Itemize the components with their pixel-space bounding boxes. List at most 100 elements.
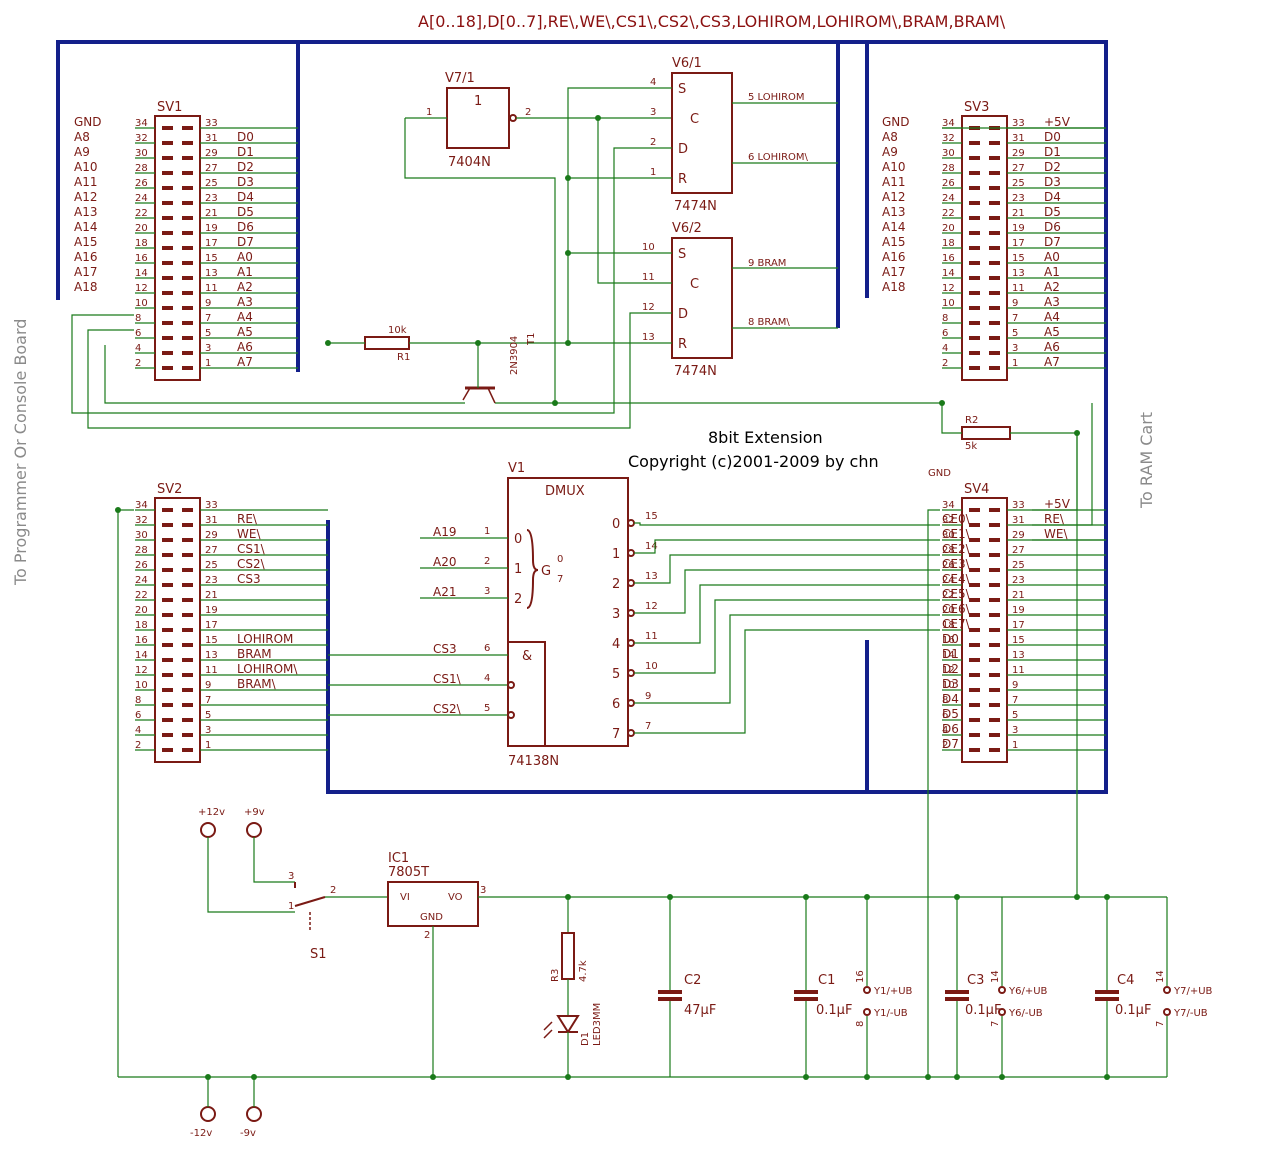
pin-number: 12 (135, 665, 148, 676)
supply-plus12: +12v (198, 807, 225, 818)
v7-pin-out: 2 (525, 107, 531, 118)
net-label: CE3\ (942, 557, 971, 571)
pin-number: 31 (205, 133, 218, 144)
net-label: A15 (74, 235, 97, 249)
v1-name: V1 (508, 461, 525, 476)
ic1-gnd: GND (420, 912, 443, 923)
net-label: A17 (74, 265, 97, 279)
demux-out-num: 2 (612, 577, 620, 592)
pin-number: 11 (1012, 283, 1025, 294)
demux-en-pin: 5 (484, 703, 490, 714)
pin-number: 22 (942, 590, 955, 601)
flipflop-v6-1: V6/1 S C D R 7474N 4 3 2 1 5 LOHIROM 6 L… (650, 56, 838, 214)
net-label: A12 (74, 190, 97, 204)
net-label: D2 (1044, 160, 1061, 174)
demux-out-pin: 15 (645, 511, 658, 522)
demux-sel-pin: 3 (484, 586, 490, 597)
demux-en-net: CS2\ (433, 702, 462, 716)
pin-number: 15 (1012, 253, 1025, 264)
pin-number: 13 (205, 650, 218, 661)
v6b-out1: 9 BRAM (748, 258, 786, 269)
pin-number: 5 (1012, 710, 1018, 721)
y1-ptop: 16 (855, 970, 866, 983)
pin-number: 27 (205, 163, 218, 174)
net-label: A1 (1044, 265, 1060, 279)
pin-number: 34 (942, 500, 955, 511)
resistor-r3: R3 4.7k (550, 897, 589, 1016)
pin-number: 20 (135, 605, 148, 616)
net-label: CE2\ (942, 542, 971, 556)
net-label: D4 (942, 692, 959, 706)
bus-header-label: A[0..18],D[0..7],RE\,WE\,CS1\,CS2\,CS3,L… (418, 12, 1006, 31)
pin-number: 10 (135, 680, 148, 691)
c4-value: 0.1µF (1115, 1003, 1151, 1018)
pin-number: 9 (205, 298, 211, 309)
pin-number: 33 (205, 118, 218, 129)
demux-out-num: 7 (612, 727, 620, 742)
net-label: A18 (882, 280, 905, 294)
v6a-c: C (690, 112, 699, 127)
r3-name: R3 (550, 969, 561, 982)
pin-number: 18 (942, 620, 955, 631)
s1-p1: 1 (288, 901, 294, 912)
data-bus (56, 40, 1108, 794)
ic1-part: 7805T (388, 865, 429, 880)
pin-number: 15 (205, 253, 218, 264)
led-d1: D1 LED3MM (543, 1003, 603, 1077)
pin-number: 24 (135, 575, 148, 586)
pin-number: 28 (135, 545, 148, 556)
pin-number: 2 (135, 740, 141, 751)
capacitor-c2: C2 47µF (658, 897, 716, 1077)
pin-number: 22 (942, 208, 955, 219)
v1-g-lo: 7 (557, 574, 563, 585)
power-pins-y7: 14 7 Y7/+UB Y7/-UB (1155, 897, 1213, 1077)
v1-amp: & (522, 649, 532, 664)
demux-sel-net: A19 (433, 525, 456, 539)
r2-name: R2 (965, 415, 978, 426)
s1-p3: 3 (288, 871, 294, 882)
net-label: BRAM (237, 647, 272, 661)
sv2-name: SV2 (157, 482, 182, 497)
net-label: A11 (74, 175, 97, 189)
pin-number: 32 (135, 133, 148, 144)
pin-number: 28 (135, 163, 148, 174)
pin-number: 13 (1012, 268, 1025, 279)
net-label: A7 (1044, 355, 1060, 369)
pin-number: 30 (942, 530, 955, 541)
c4-name: C4 (1117, 973, 1134, 988)
net-label: BRAM\ (237, 677, 277, 691)
c3-name: C3 (967, 973, 984, 988)
demux-sel-label: 2 (514, 592, 522, 607)
pin-number: 27 (1012, 163, 1025, 174)
net-label: A2 (1044, 280, 1060, 294)
net-label: D3 (1044, 175, 1061, 189)
v6b-name: V6/2 (672, 221, 702, 236)
v6a-r: R (678, 172, 687, 187)
power-pins-y1: 16 8 Y1/+UB Y1/-UB (855, 897, 913, 1077)
pin-number: 23 (205, 193, 218, 204)
sv4-name: SV4 (964, 482, 989, 497)
pin-number: 20 (942, 223, 955, 234)
pin-number: 2 (135, 358, 141, 369)
y7-ptop: 14 (1155, 970, 1166, 983)
supply-minus9: -9v (240, 1128, 256, 1139)
pin-number: 33 (205, 500, 218, 511)
pin-number: 16 (135, 253, 148, 264)
v6b-pin: 13 (642, 332, 655, 343)
pin-number: 19 (205, 223, 218, 234)
y7-pbot: 7 (1155, 1021, 1166, 1027)
demux-sel-pin: 1 (484, 526, 490, 537)
ic1-p2: 2 (424, 930, 430, 941)
net-label: D5 (1044, 205, 1061, 219)
pin-number: 25 (1012, 560, 1025, 571)
net-label: D7 (1044, 235, 1061, 249)
pin-number: 1 (205, 358, 211, 369)
net-label: A17 (882, 265, 905, 279)
net-label: A4 (1044, 310, 1060, 324)
pin-number: 1 (205, 740, 211, 751)
pin-number: 3 (1012, 343, 1018, 354)
s1-p2: 2 (330, 885, 336, 896)
demux-out-num: 3 (612, 607, 620, 622)
v1-g-hi: 0 (557, 554, 563, 565)
